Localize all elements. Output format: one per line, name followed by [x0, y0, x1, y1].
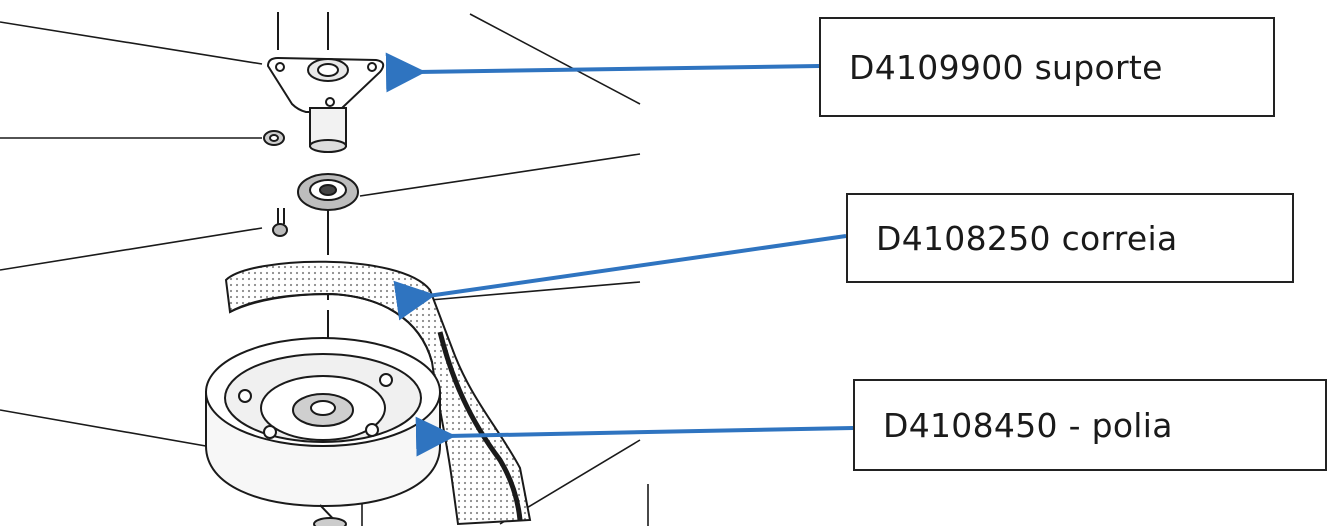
callout-correia: D4108250 correia: [846, 193, 1294, 283]
screw-part: [272, 208, 288, 237]
arrow-correia: [393, 234, 847, 321]
pulley-part: [205, 337, 441, 526]
arrow-suporte: [385, 52, 820, 93]
callout-suporte: D4109900 suporte: [819, 17, 1275, 117]
belt-part: [224, 260, 532, 526]
callout-correia-label: D4108250 correia: [876, 218, 1178, 258]
callout-arrows: [385, 52, 854, 457]
callout-polia: D4108450 - polia: [853, 379, 1327, 471]
support-bracket-part: [266, 56, 385, 153]
arrow-polia: [415, 416, 854, 457]
callout-polia-label: D4108450 - polia: [883, 405, 1173, 445]
washer-part: [263, 130, 285, 146]
leader-lines: [0, 13, 649, 526]
bearing-part: [297, 173, 359, 211]
callout-suporte-label: D4109900 suporte: [849, 47, 1163, 87]
